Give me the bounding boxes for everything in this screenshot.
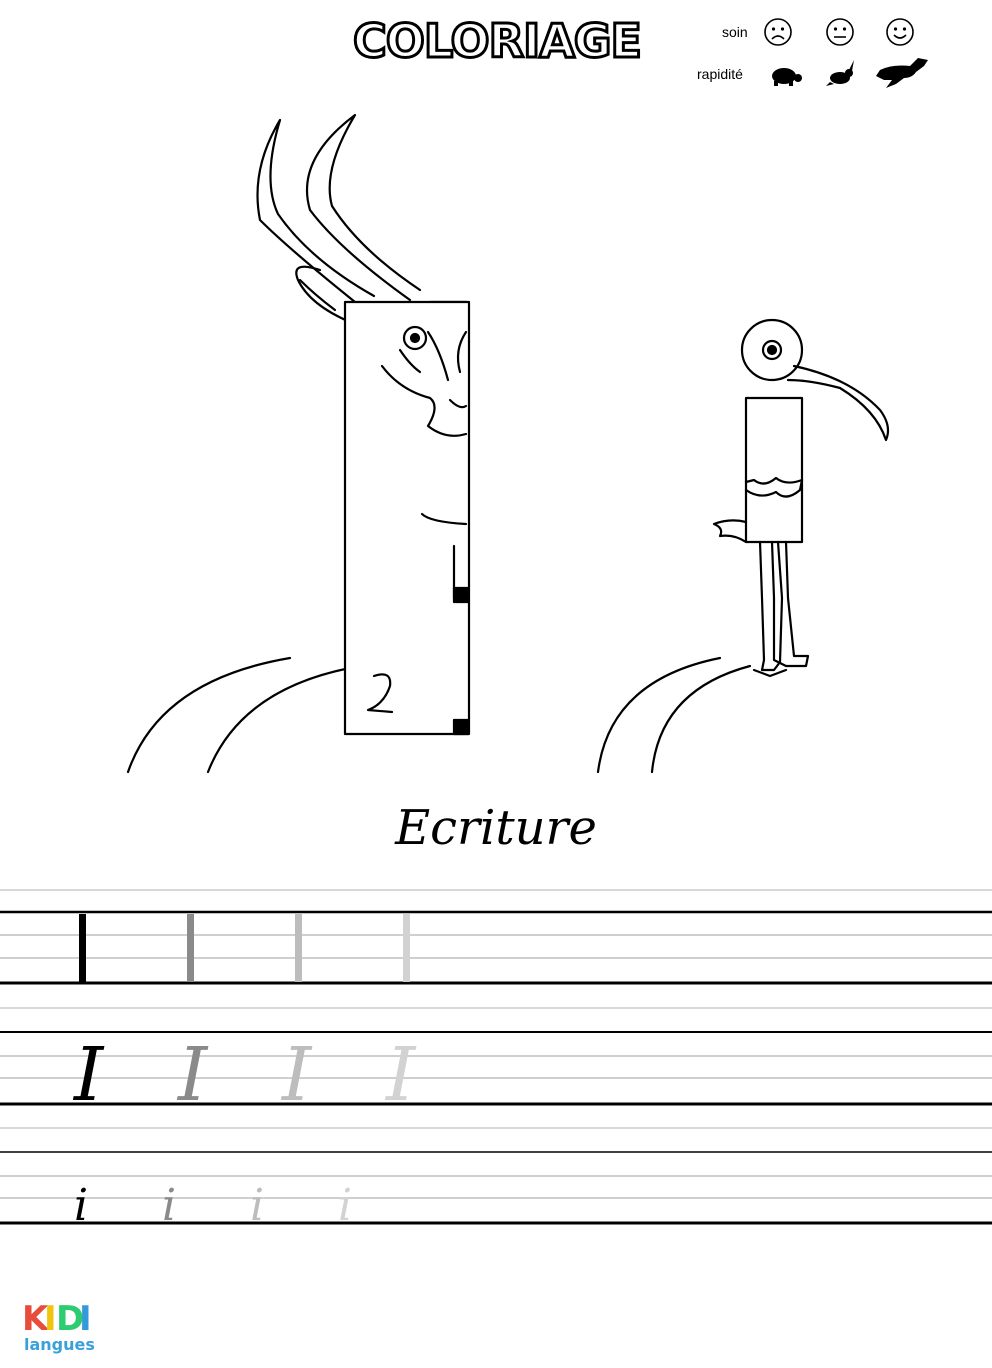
trace-letter-row1-2: [187, 914, 194, 982]
trace-letter-row1-4: [403, 914, 410, 982]
antelope-horn-2: [305, 113, 422, 302]
ground-arc-left-2: [206, 666, 352, 774]
cursive-letter-row2-4: I: [384, 1032, 417, 1118]
coloring-illustration: [126, 113, 890, 774]
logo-letter-d: D: [56, 1300, 84, 1339]
bird-beak: [786, 364, 890, 442]
sad-face-icon: [764, 18, 792, 46]
antelope-ear: [295, 265, 352, 324]
title-text: COLORIAGE: [353, 14, 641, 68]
cursive-letter-row3-1: i: [74, 1180, 88, 1231]
logo-letter-i2: I: [79, 1300, 92, 1339]
page-title: COLORIAGE: [312, 12, 682, 72]
ecriture-heading: Ecriture: [395, 800, 597, 856]
cursive-letter-row2-3: I: [280, 1032, 313, 1118]
turtle-icon: [772, 68, 802, 86]
writing-lines-row-3: [0, 1127, 992, 1225]
soin-label: soin: [722, 24, 748, 40]
cursive-letter-row3-4: i: [338, 1180, 352, 1231]
small-letter-i: [744, 396, 804, 544]
kidi-langues-logo: K I D I langues: [22, 1299, 132, 1360]
writing-practice-area: I I I I i i i i: [0, 889, 992, 1231]
rapidite-label: rapidité: [697, 66, 743, 82]
antelope-horn-1: [256, 118, 376, 308]
rabbit-icon: [826, 60, 854, 86]
ground-arc-right-1: [596, 656, 722, 774]
neutral-face-icon: [826, 18, 854, 46]
cursive-letter-row3-3: i: [250, 1180, 264, 1231]
cursive-letter-row3-2: i: [162, 1180, 176, 1231]
writing-lines-row-2: [0, 1007, 992, 1106]
bird-wing: [744, 476, 804, 498]
horse-icon: [876, 58, 928, 88]
trace-row-2: I I I I: [72, 1032, 417, 1118]
writing-lines-row-1: [0, 889, 992, 985]
ground-arc-left-1: [126, 656, 292, 774]
logo-letter-k: K: [22, 1300, 50, 1339]
trace-row-3: i i i i: [74, 1180, 352, 1231]
trace-letter-row1-1: [79, 914, 86, 982]
cursive-letter-row2-2: I: [176, 1032, 209, 1118]
trace-row-1: [79, 914, 410, 982]
ground-arc-right-2: [650, 664, 752, 774]
happy-face-icon: [886, 18, 914, 46]
antelope-eye: [402, 325, 428, 351]
logo-letter-i1: I: [44, 1300, 57, 1339]
bird-eye: [761, 339, 783, 361]
logo-sub: langues: [24, 1335, 95, 1354]
trace-letter-row1-3: [295, 914, 302, 982]
big-letter-I: [343, 300, 471, 736]
cursive-letter-row2-1: I: [72, 1032, 105, 1118]
